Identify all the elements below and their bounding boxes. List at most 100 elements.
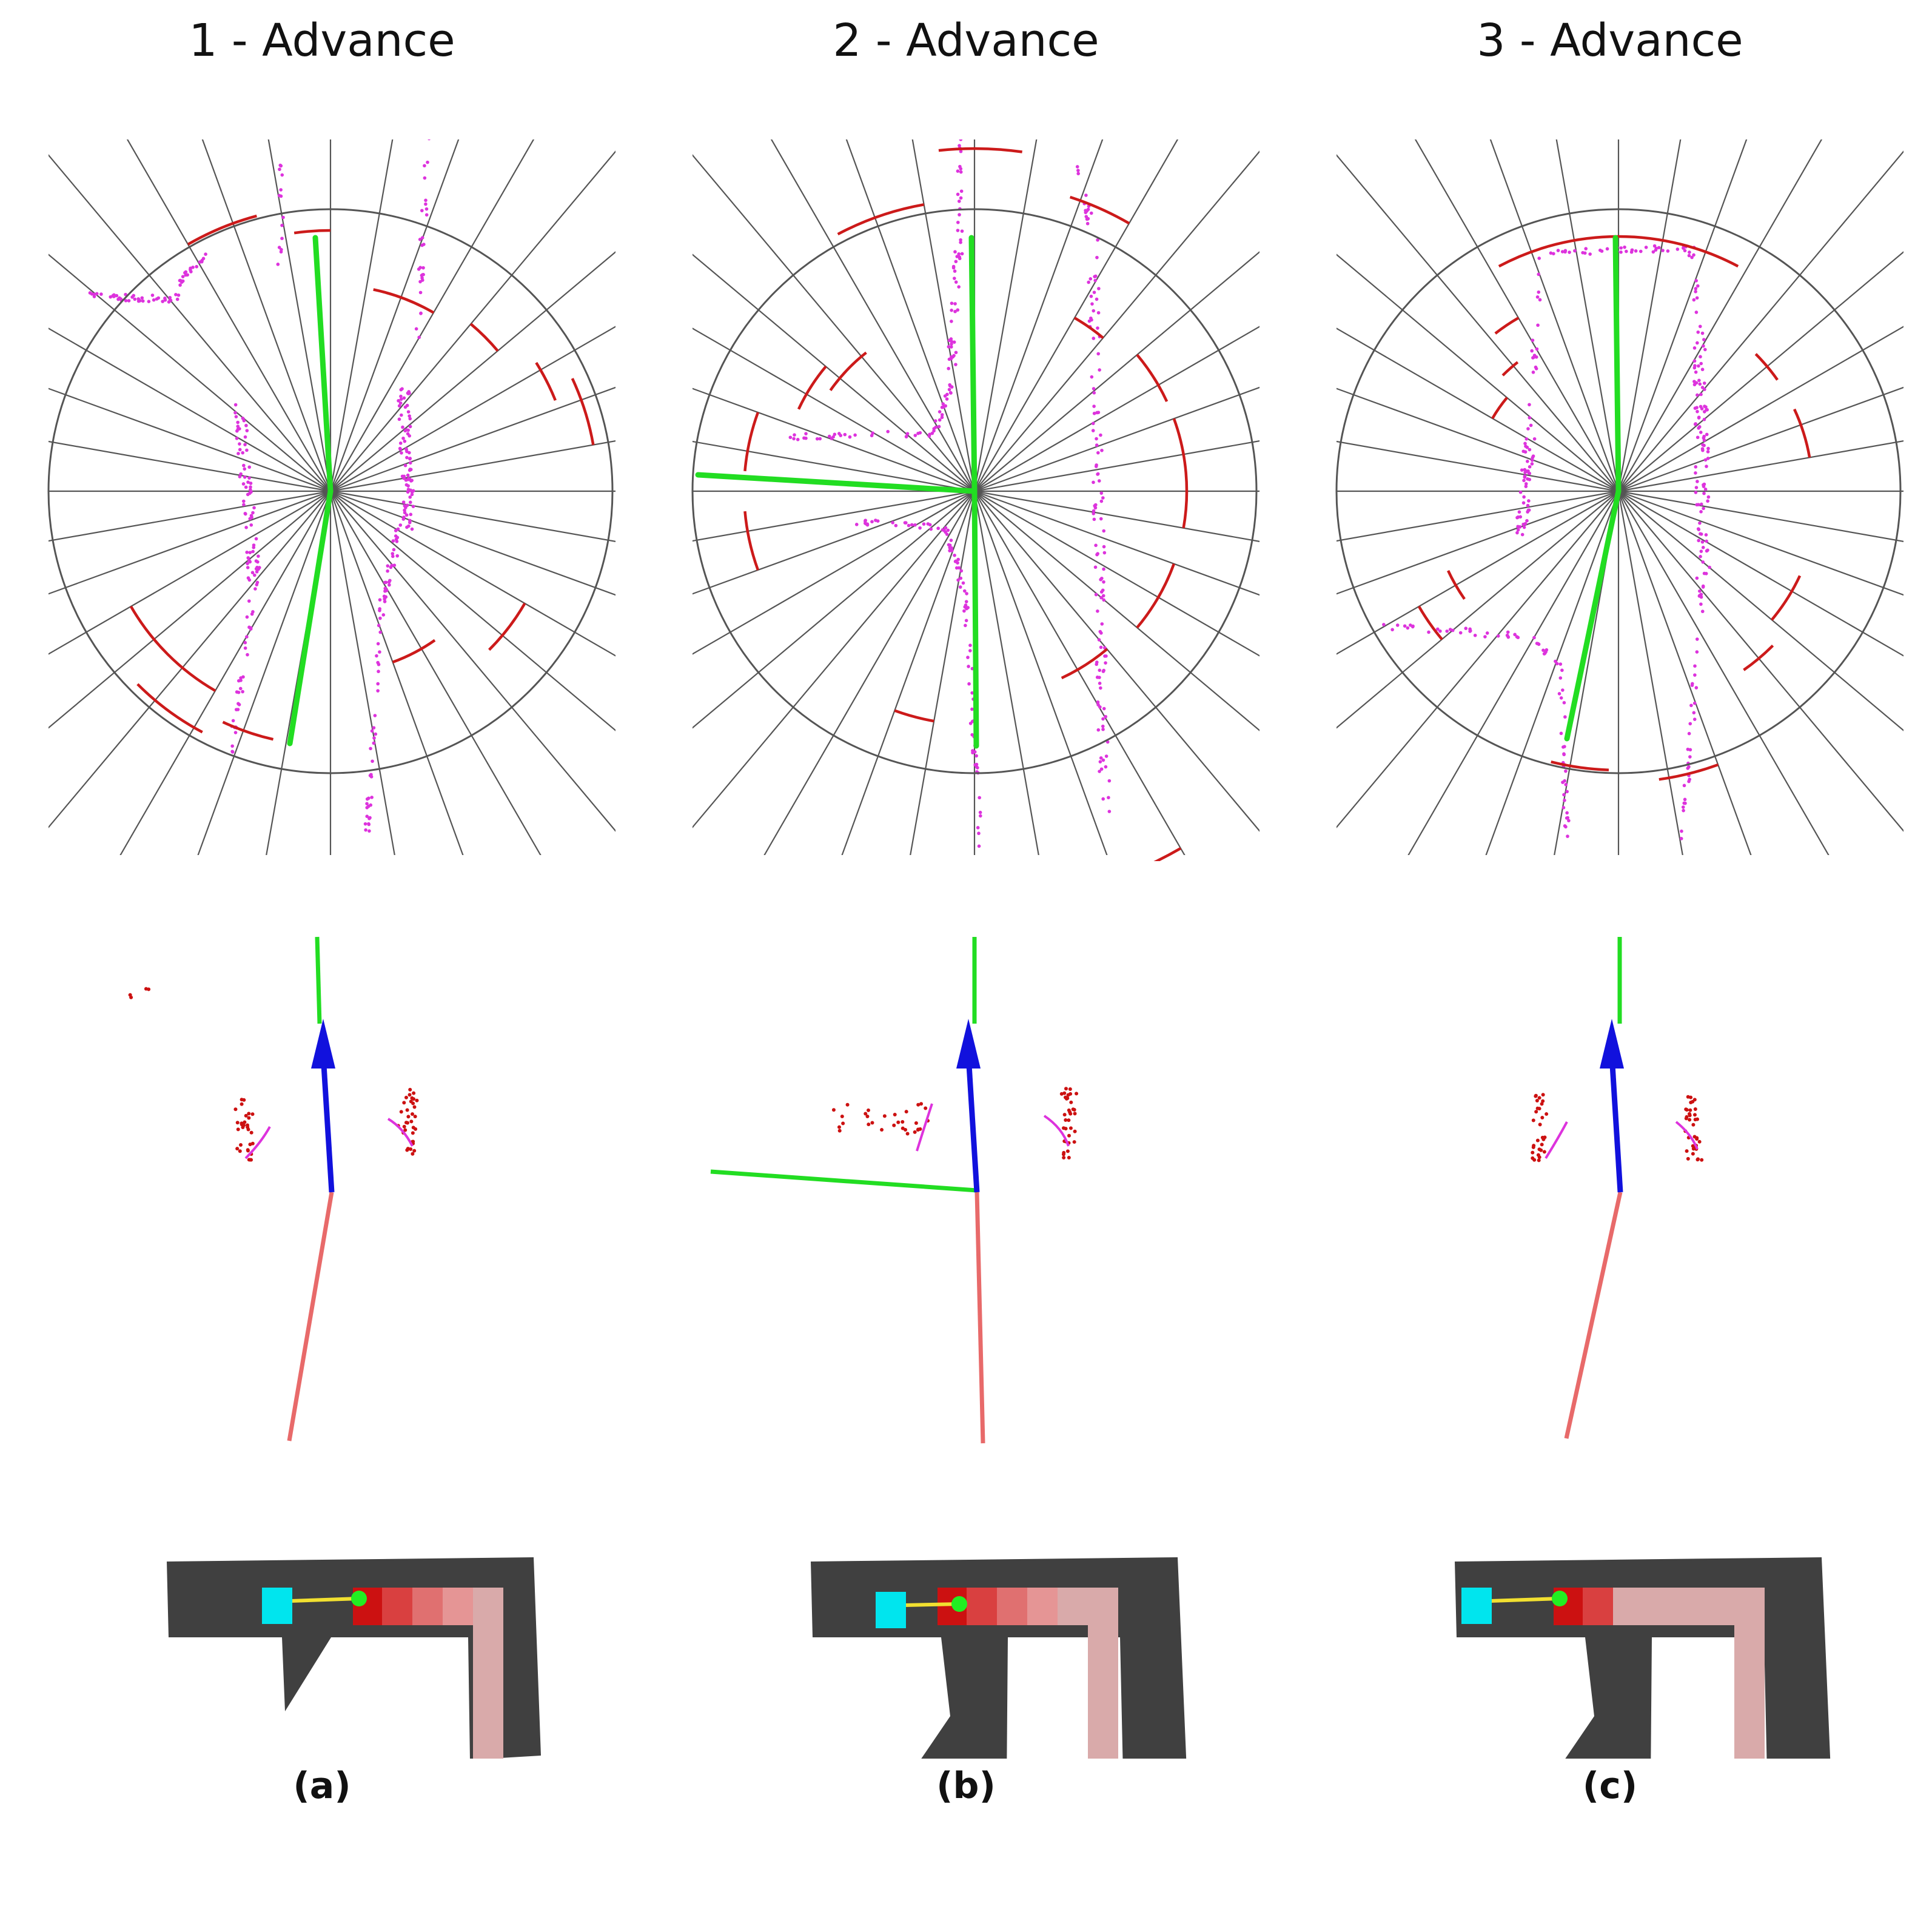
laser-point xyxy=(408,461,412,465)
laser-point xyxy=(376,682,380,686)
laser-point xyxy=(1534,365,1538,369)
laser-point xyxy=(974,754,978,758)
laser-point xyxy=(365,802,369,806)
laser-point xyxy=(1406,626,1410,630)
obstacle-point xyxy=(411,1152,415,1156)
obstacle-point xyxy=(1685,1108,1689,1112)
sector-line xyxy=(693,491,975,729)
laser-point xyxy=(848,435,852,439)
laser-point xyxy=(1104,661,1107,665)
laser-point xyxy=(1537,290,1541,294)
laser-point xyxy=(1099,756,1103,760)
laser-point xyxy=(1703,488,1708,491)
sector-line xyxy=(974,490,1259,596)
laser-point xyxy=(1523,441,1527,446)
sector-line xyxy=(1618,326,1903,492)
occupancy-map-b xyxy=(811,1557,1187,1759)
laser-point xyxy=(1098,368,1101,372)
obstacle-point xyxy=(1691,1122,1696,1127)
laser-point xyxy=(1099,596,1103,600)
laser-point xyxy=(395,540,399,543)
obstacle-point xyxy=(1062,1113,1067,1117)
path-cell xyxy=(382,1588,412,1625)
sector-line xyxy=(693,490,975,542)
laser-point xyxy=(1445,629,1449,633)
sector-line xyxy=(330,440,615,492)
laser-point xyxy=(1696,393,1699,397)
laser-point xyxy=(370,796,374,799)
laser-point xyxy=(1100,622,1104,626)
laser-point xyxy=(395,535,400,540)
laser-point xyxy=(423,164,426,168)
laser-point xyxy=(414,327,418,331)
laser-point xyxy=(941,402,945,406)
free-sector-arc xyxy=(1172,418,1189,529)
laser-point xyxy=(1099,577,1102,582)
laser-point xyxy=(973,763,977,767)
laser-point xyxy=(962,609,966,613)
laser-point xyxy=(95,292,99,296)
laser-point xyxy=(1605,247,1609,251)
laser-point xyxy=(959,238,962,242)
laser-point xyxy=(954,280,958,284)
laser-point xyxy=(953,269,957,273)
laser-point xyxy=(1531,454,1535,458)
laser-point xyxy=(243,475,247,479)
laser-point xyxy=(1102,706,1106,711)
laser-point xyxy=(1093,565,1098,569)
laser-point xyxy=(189,270,193,273)
laser-point xyxy=(395,554,400,558)
laser-point xyxy=(932,427,936,431)
laser-point xyxy=(1099,686,1102,690)
free-sector-arc xyxy=(535,361,557,401)
obstacle-point xyxy=(1688,1108,1692,1112)
laser-point xyxy=(1697,594,1702,598)
laser-point xyxy=(1104,654,1108,658)
laser-point xyxy=(1696,527,1700,531)
laser-point xyxy=(1558,662,1563,666)
laser-point xyxy=(1675,247,1680,251)
laser-point xyxy=(245,615,249,619)
laser-point xyxy=(254,537,258,541)
sector-line xyxy=(49,327,331,492)
laser-point xyxy=(916,431,920,435)
laser-point xyxy=(378,608,381,612)
obstacle-point xyxy=(241,1125,245,1129)
laser-point xyxy=(1694,491,1698,494)
free-sector-arc xyxy=(1743,644,1774,671)
laser-point xyxy=(1699,510,1703,514)
goal-green-dot-icon xyxy=(951,1596,967,1612)
laser-point xyxy=(408,520,412,525)
laser-point xyxy=(383,600,387,603)
laser-point xyxy=(238,475,242,478)
laser-point xyxy=(1096,326,1099,330)
laser-point xyxy=(951,264,956,269)
laser-point xyxy=(1092,387,1096,391)
laser-point xyxy=(952,277,956,280)
laser-point xyxy=(1101,797,1105,801)
laser-point xyxy=(230,750,234,754)
laser-point xyxy=(1102,598,1106,602)
laser-point xyxy=(243,640,247,645)
sector-line xyxy=(329,491,464,855)
laser-point xyxy=(245,429,249,432)
laser-point xyxy=(1562,793,1566,797)
obstacle-point xyxy=(914,1121,918,1125)
laser-point xyxy=(843,432,847,437)
laser-point xyxy=(1657,246,1661,250)
laser-point xyxy=(945,392,949,397)
laser-point xyxy=(1694,686,1699,689)
laser-point xyxy=(1623,245,1626,249)
laser-point xyxy=(854,523,859,526)
laser-point xyxy=(248,551,252,554)
laser-point xyxy=(1661,249,1665,252)
laser-point xyxy=(243,435,247,439)
laser-point xyxy=(1089,211,1093,215)
sector-line xyxy=(330,491,542,855)
laser-point xyxy=(254,567,258,571)
laser-point xyxy=(1702,571,1706,575)
obstacle-point xyxy=(1534,1110,1538,1114)
laser-point xyxy=(369,746,372,751)
laser-point xyxy=(815,437,819,441)
laser-point xyxy=(392,548,396,552)
